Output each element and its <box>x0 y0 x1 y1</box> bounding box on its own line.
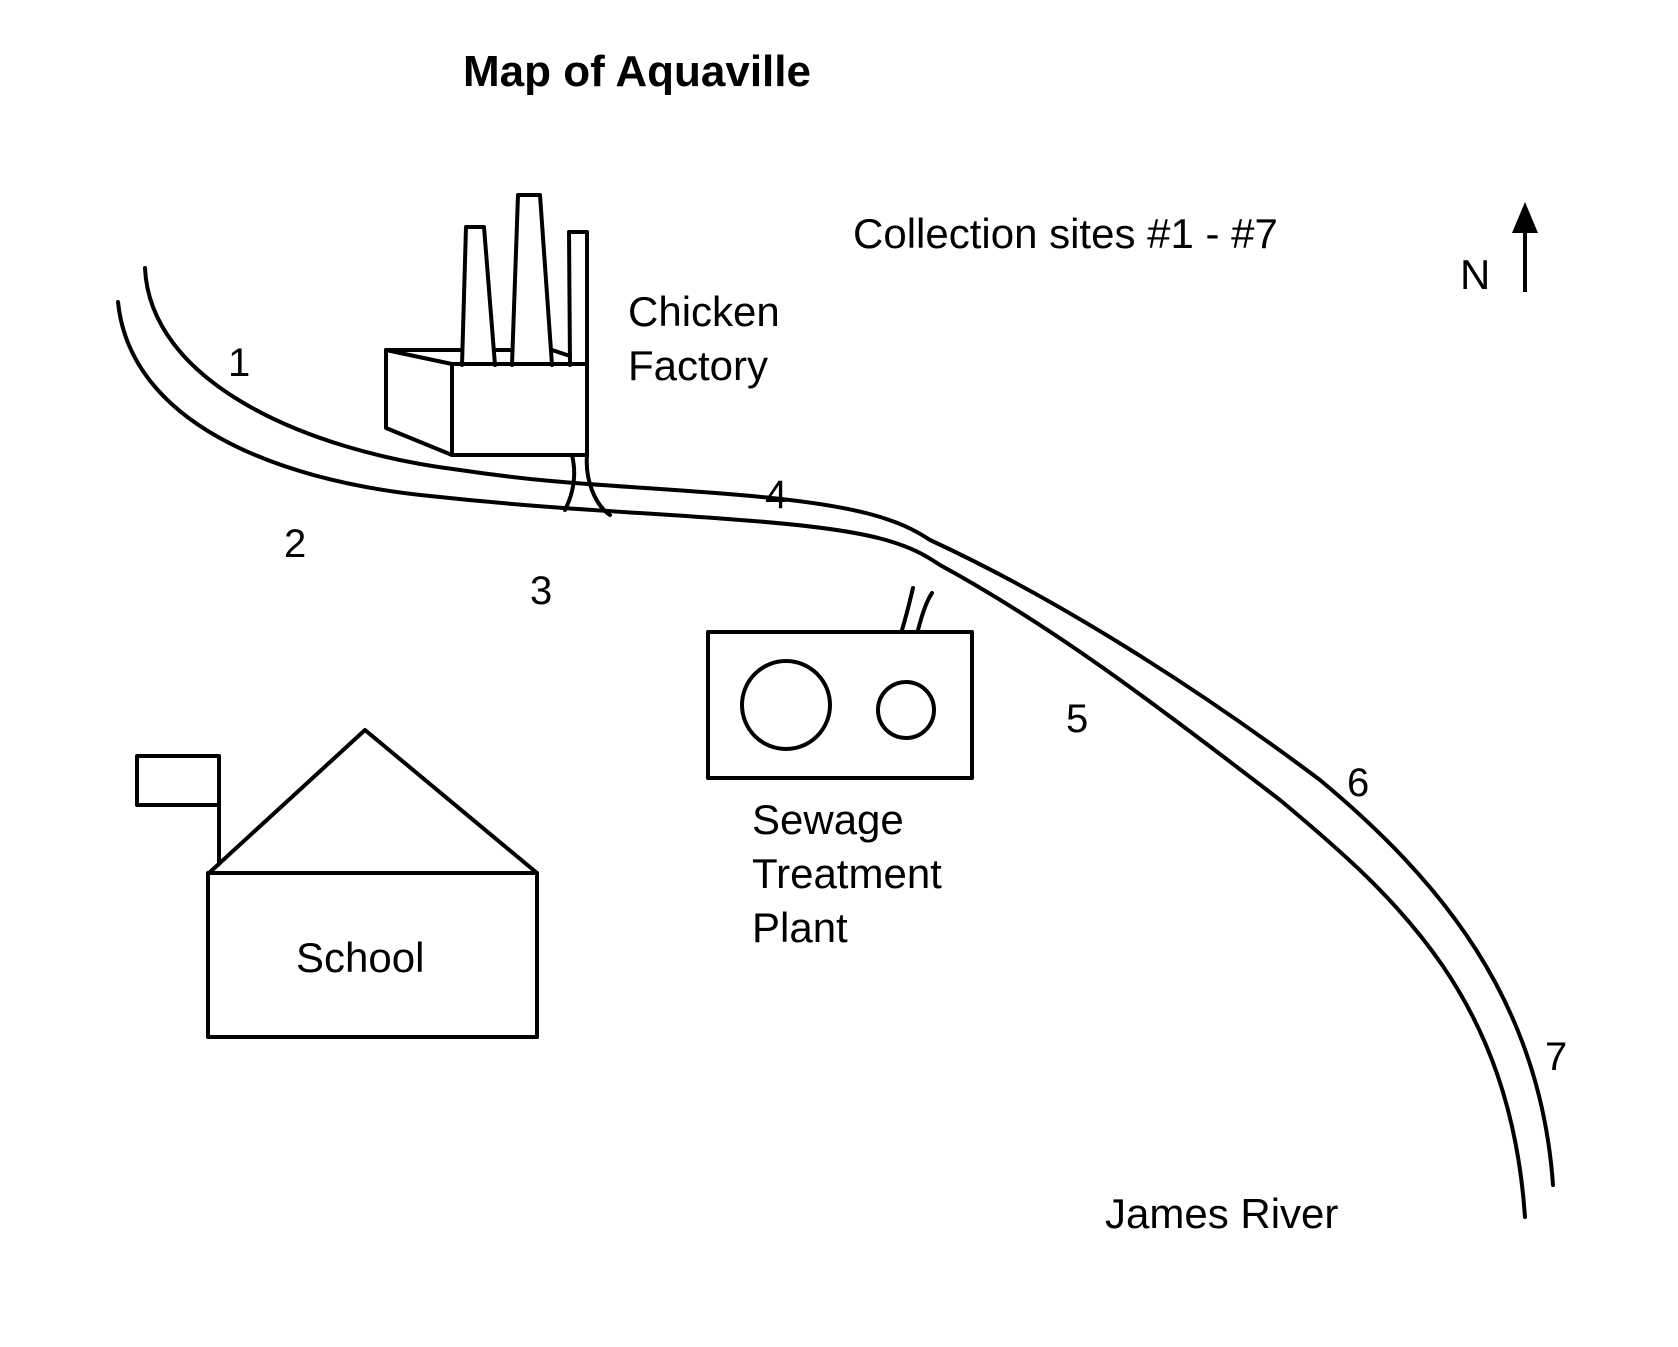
james-river <box>116 266 1555 1219</box>
site-3: 3 <box>530 569 552 613</box>
factory-label-line2: Factory <box>628 342 768 389</box>
sewage-label-line2: Treatment <box>752 850 942 897</box>
site-2: 2 <box>284 522 306 566</box>
legend-text: Collection sites #1 - #7 <box>853 210 1278 257</box>
site-6: 6 <box>1347 761 1369 805</box>
sewage-label-line3: Plant <box>752 904 848 951</box>
site-5: 5 <box>1066 697 1088 741</box>
river-label: James River <box>1105 1190 1338 1237</box>
factory-label-line1: Chicken <box>628 288 780 335</box>
compass-label: N <box>1460 251 1490 298</box>
map-title: Map of Aquaville <box>463 47 811 96</box>
sewage-label-line1: Sewage <box>752 796 904 843</box>
compass: N <box>1460 202 1538 298</box>
chicken-factory-icon <box>384 193 612 517</box>
school-icon <box>135 728 539 1039</box>
school-label: School <box>296 934 424 981</box>
north-arrow-icon <box>1512 202 1538 292</box>
site-4: 4 <box>765 473 787 517</box>
sewage-plant-icon <box>706 586 974 780</box>
site-1: 1 <box>228 341 250 385</box>
site-7: 7 <box>1545 1035 1567 1079</box>
